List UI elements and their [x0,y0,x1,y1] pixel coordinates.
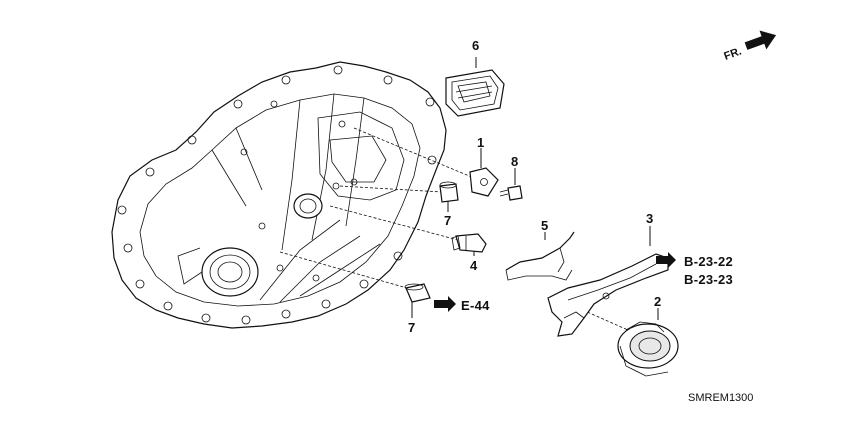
diagram-code: SMREM1300 [688,392,753,404]
callout-6: 6 [472,38,479,53]
bolt-part-8 [499,185,523,201]
release-fork-part-3 [547,253,669,337]
reference-labels: E-44 B-23-22 B-23-23 [461,254,733,313]
front-direction-indicator: FR. [722,30,777,63]
boot-part-6 [445,69,505,117]
reference-arrow-b23 [656,252,676,268]
dowel-pin-part-7-lower [404,283,431,303]
reference-e44: E-44 [461,298,490,313]
reference-b-23-23: B-23-23 [684,272,733,287]
callout-4: 4 [470,258,478,273]
release-bearing-part-2 [617,321,679,377]
callout-5: 5 [541,218,548,233]
reference-arrow-e44 [434,296,456,312]
callout-2: 2 [654,294,661,309]
callout-labels: 6 1 8 7 4 5 3 2 7 [408,38,661,335]
front-label: FR. [722,45,743,62]
bolt-part-4 [451,233,487,253]
callout-8: 8 [511,154,518,169]
callout-7-lower: 7 [408,320,415,335]
plate-part-1 [469,167,499,197]
callout-7-upper: 7 [444,213,451,228]
dowel-pin-part-7-upper [439,181,459,203]
spring-part-5 [505,231,575,281]
transmission-housing [111,61,447,329]
callout-1: 1 [477,135,484,150]
forward-arrow-icon [744,30,777,50]
callout-3: 3 [646,211,653,226]
reference-b-23-22: B-23-22 [684,254,733,269]
